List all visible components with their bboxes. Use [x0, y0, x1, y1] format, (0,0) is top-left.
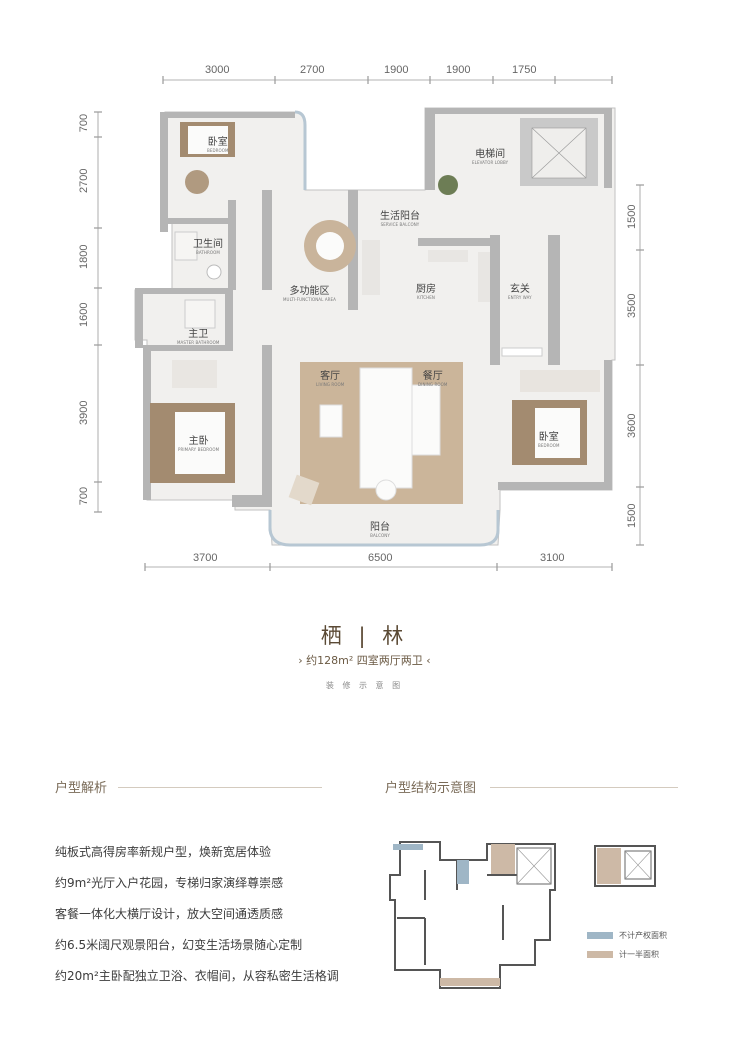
room-balcony: 阳台 BALCONY	[370, 518, 390, 538]
plan-subtitle: › 约128m² 四室两厅两卫 ‹	[298, 654, 431, 667]
room-en: BATHROOM	[196, 250, 220, 255]
dim-top-3: 1900	[384, 64, 409, 76]
room-cn: 厨房	[416, 284, 436, 295]
room-cn: 卧室	[538, 432, 559, 443]
dim-right-4: 1500	[626, 503, 638, 528]
legend-swatch-tan	[587, 951, 613, 958]
legend-item-tan: 计一半面积	[587, 949, 659, 960]
dim-right-1: 1500	[626, 204, 638, 229]
analysis-line: 约20m²主卧配独立卫浴、衣帽间，从容私密生活格调	[55, 969, 339, 983]
structure-divider	[490, 787, 678, 788]
room-kitchen: 厨房 KITCHEN	[416, 280, 436, 300]
room-master-bathroom: 主卫 MASTER BATHROOM	[177, 325, 219, 345]
room-cn: 餐厅	[422, 371, 443, 382]
room-bedroom-1: 卧室 BEDROOM	[207, 133, 229, 153]
elevator-shaft	[520, 118, 598, 186]
plan-title: 栖 | 林	[320, 624, 409, 648]
dim-bottom-2: 6500	[368, 552, 393, 564]
room-en: BALCONY	[370, 533, 390, 538]
dim-top-4: 1900	[446, 64, 471, 76]
room-en: BEDROOM	[538, 443, 560, 448]
legend-label: 计一半面积	[619, 950, 659, 959]
room-cn: 阳台	[370, 522, 390, 533]
room-bathroom: 卫生间 BATHROOM	[193, 235, 223, 255]
room-dining-room: 餐厅 DINING ROOM	[418, 367, 447, 387]
room-elevator-lobby: 电梯间 ELEVATOR LOBBY	[472, 145, 508, 165]
analysis-line: 纯板式高得房率新规户型，焕新宽居体验	[55, 845, 272, 859]
dim-right-2: 3500	[626, 293, 638, 318]
legend-item-blue: 不计产权面积	[587, 930, 667, 941]
room-en: KITCHEN	[416, 295, 436, 300]
room-en: MULTI-FUNCTIONAL AREA	[283, 297, 337, 302]
dim-left-1: 700	[78, 113, 90, 133]
room-cn: 卫生间	[193, 239, 223, 250]
analysis-line: 约6.5米阔尺观景阳台，幻变生活场景随心定制	[55, 938, 303, 952]
room-living-room: 客厅 LIVING ROOM	[316, 367, 344, 387]
room-cn: 卧室	[207, 137, 228, 148]
room-en: ELEVATOR LOBBY	[472, 160, 509, 165]
room-en: PRIMARY BEDROOM	[178, 447, 220, 452]
room-primary-bedroom: 主卧 PRIMARY BEDROOM	[178, 432, 219, 452]
room-cn: 生活阳台	[380, 211, 420, 222]
furniture	[150, 122, 600, 506]
structure-heading: 户型结构示意图	[385, 781, 477, 796]
dim-left-2: 2700	[78, 168, 90, 193]
analysis-line: 客餐一体化大横厅设计，放大空间通透质感	[55, 907, 284, 921]
dim-top-5: 1750	[512, 64, 537, 76]
analysis-list: 纯板式高得房率新规户型，焕新宽居体验 约9m²光厅入户花园，专梯归家演绎尊崇感 …	[55, 843, 339, 998]
dim-bottom-1: 3700	[193, 552, 218, 564]
plan-note: 装 修 示 意 图	[325, 681, 404, 690]
dim-top-1: 3000	[205, 64, 230, 76]
room-en: DINING ROOM	[418, 382, 448, 387]
room-cn: 电梯间	[475, 149, 506, 160]
room-en: BEDROOM	[207, 148, 229, 153]
floor-plan	[94, 76, 644, 571]
room-multi-functional: 多功能区 MULTI-FUNCTIONAL AREA	[283, 282, 336, 302]
dim-right-3: 3600	[626, 413, 638, 438]
legend-swatch-blue	[587, 932, 613, 939]
room-en: SERVICE BALCONY	[380, 222, 420, 227]
analysis-heading: 户型解析	[55, 781, 108, 796]
room-cn: 主卧	[188, 436, 209, 447]
dimension-lines	[94, 76, 644, 571]
dim-bottom-3: 3100	[540, 552, 565, 564]
room-service-balcony: 生活阳台 SERVICE BALCONY	[380, 207, 420, 227]
room-entry-way: 玄关 ENTRY WAY	[508, 280, 532, 300]
dim-left-3: 1800	[78, 244, 90, 269]
analysis-divider	[118, 787, 322, 788]
floor-plan-drawing	[94, 76, 644, 571]
room-cn: 多功能区	[289, 286, 330, 297]
legend-label: 不计产权面积	[619, 931, 667, 940]
analysis-line: 约9m²光厅入户花园，专梯归家演绎尊崇感	[55, 876, 284, 890]
room-en: MASTER BATHROOM	[177, 340, 220, 345]
room-cn: 玄关	[509, 284, 530, 295]
dim-top-2: 2700	[300, 64, 325, 76]
dim-left-5: 3900	[78, 400, 90, 425]
room-cn: 主卫	[188, 329, 209, 340]
room-en: ENTRY WAY	[508, 295, 532, 300]
room-bedroom-2: 卧室 BEDROOM	[538, 428, 560, 448]
dim-left-4: 1600	[78, 302, 90, 327]
room-cn: 客厅	[320, 371, 341, 382]
structure-diagram	[389, 841, 656, 989]
room-en: LIVING ROOM	[316, 382, 345, 387]
dim-left-6: 700	[78, 486, 90, 506]
